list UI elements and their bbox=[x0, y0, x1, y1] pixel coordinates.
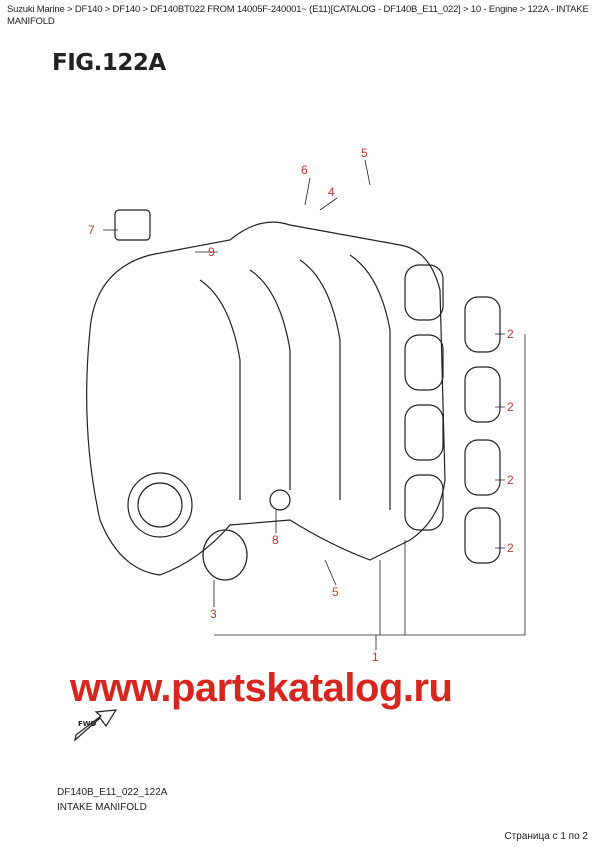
callout-4[interactable]: 4 bbox=[328, 185, 335, 199]
fwd-label: FWD bbox=[78, 720, 97, 728]
breadcrumb[interactable]: Suzuki Marine > DF140 > DF140 > DF140BT0… bbox=[7, 4, 589, 27]
figure-title: FIG.122A bbox=[52, 50, 166, 76]
callout-7[interactable]: 7 bbox=[88, 223, 95, 237]
callout-2[interactable]: 2 bbox=[507, 327, 514, 341]
port-2 bbox=[404, 334, 444, 391]
sensor-8 bbox=[269, 489, 291, 511]
port-4 bbox=[404, 474, 444, 531]
manifold-runners bbox=[199, 254, 391, 510]
port-3 bbox=[404, 404, 444, 461]
pagination: Страница с 1 по 2 bbox=[504, 831, 588, 842]
callout-3[interactable]: 3 bbox=[210, 607, 217, 621]
callout-2[interactable]: 2 bbox=[507, 473, 514, 487]
manifold-body bbox=[86, 221, 446, 576]
gasket-4 bbox=[464, 507, 501, 564]
callout-9[interactable]: 9 bbox=[208, 245, 215, 259]
gasket-3 bbox=[464, 439, 501, 496]
watermark: www.partskatalog.ru bbox=[70, 666, 453, 710]
fwd-arrow-icon bbox=[74, 709, 118, 742]
callout-8[interactable]: 8 bbox=[272, 533, 279, 547]
throttle-bore bbox=[127, 472, 193, 538]
callout-2[interactable]: 2 bbox=[507, 541, 514, 555]
callout-5[interactable]: 5 bbox=[332, 585, 339, 599]
gasket-2 bbox=[464, 366, 501, 423]
port-1 bbox=[404, 264, 444, 321]
callout-5[interactable]: 5 bbox=[361, 146, 368, 160]
o-ring bbox=[202, 529, 248, 581]
gasket-1 bbox=[464, 296, 501, 353]
diagram-caption: INTAKE MANIFOLD bbox=[57, 802, 147, 813]
callout-2[interactable]: 2 bbox=[507, 400, 514, 414]
diagram-code: DF140B_E11_022_122A bbox=[57, 787, 168, 798]
sensor-7 bbox=[114, 209, 151, 241]
callout-1[interactable]: 1 bbox=[372, 650, 379, 664]
callout-6[interactable]: 6 bbox=[301, 163, 308, 177]
